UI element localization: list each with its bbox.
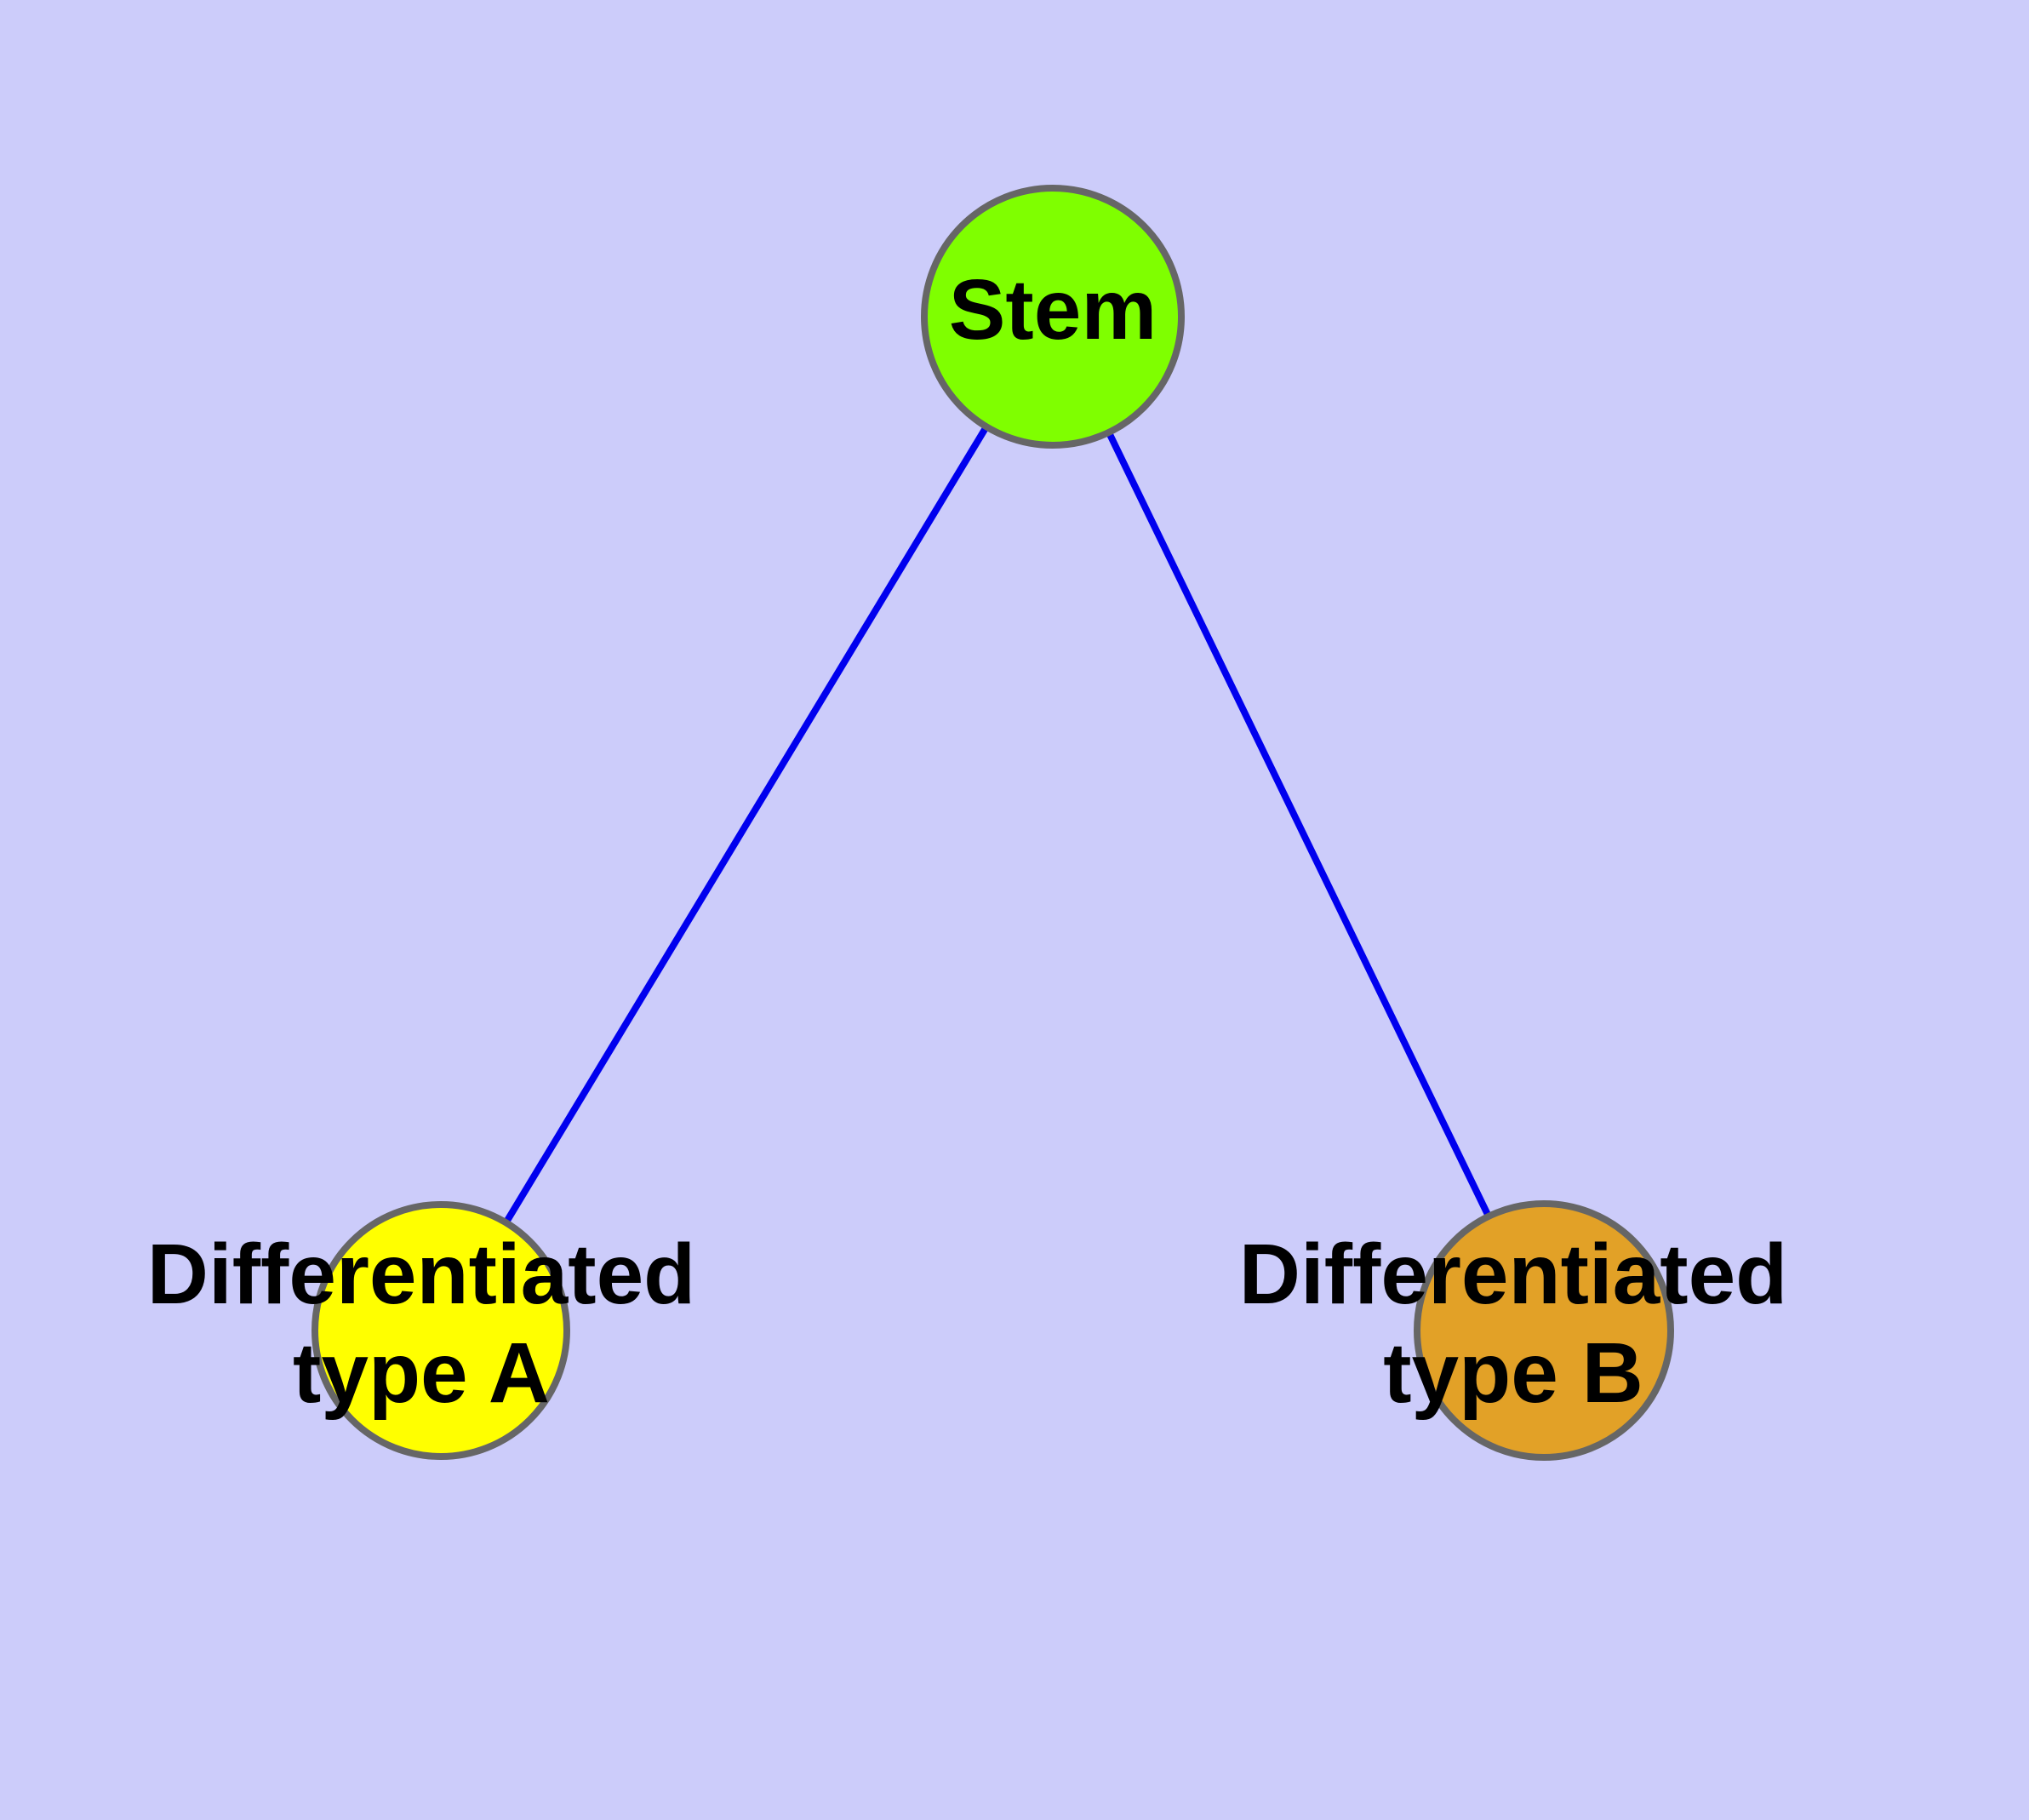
node-circle-stem[interactable] (921, 185, 1185, 449)
node-circle-differentiated-type-b[interactable] (1414, 1200, 1674, 1461)
node-label-line: type B (1383, 1325, 1643, 1421)
nodes-layer (311, 185, 1674, 1461)
edge-stem-to-type-b (1049, 315, 1547, 1332)
edges-layer (437, 314, 1547, 1333)
node-label-line: Differentiated (147, 1227, 696, 1322)
node-label-line: type A (293, 1325, 550, 1421)
node-label-line: Differentiated (1239, 1227, 1788, 1322)
node-circle-differentiated-type-a[interactable] (311, 1201, 570, 1460)
node-label-line: Stem (949, 262, 1157, 358)
edge-stem-to-type-a (437, 314, 1056, 1333)
node-label-stem: Stem (949, 262, 1157, 358)
